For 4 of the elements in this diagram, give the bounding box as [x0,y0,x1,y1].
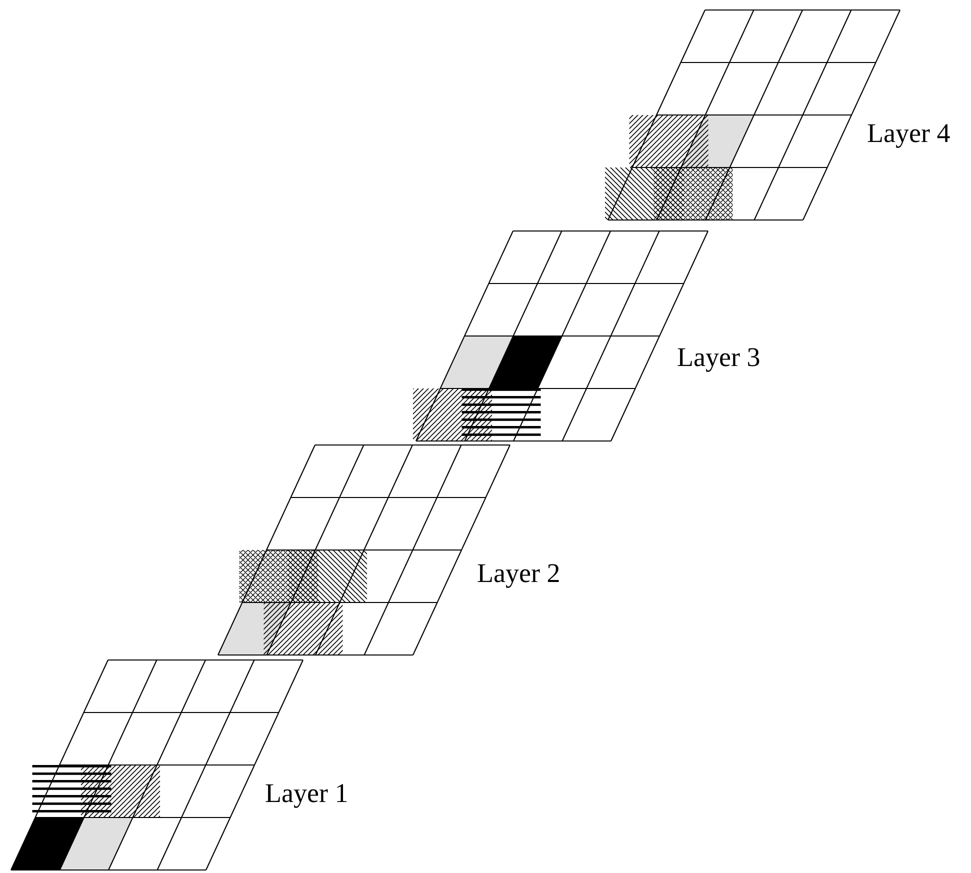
layer-label: Layer 1 [265,778,348,808]
layer-label: Layer 4 [867,118,950,148]
layer-label: Layer 2 [477,558,560,588]
layer-label: Layer 3 [677,342,760,372]
